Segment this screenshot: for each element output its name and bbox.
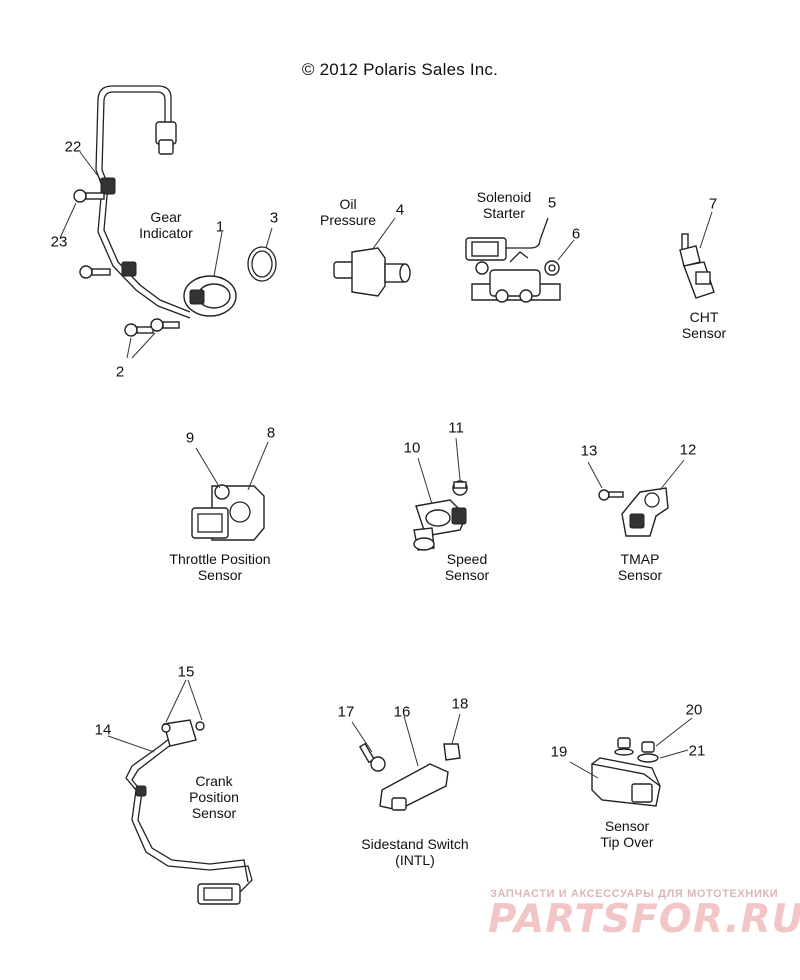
callout-23: 23 <box>50 233 68 251</box>
gear-indicator-harness <box>95 85 277 319</box>
caption-oil-pressure: Oil Pressure <box>319 196 377 228</box>
sidestand-switch <box>379 763 449 811</box>
crank-position-sensor <box>125 719 253 905</box>
screw-17 <box>358 742 386 772</box>
callout-7: 7 <box>708 195 718 213</box>
caption-crank-position-sensor: Crank Position Sensor <box>189 773 239 821</box>
callout-22: 22 <box>64 138 82 156</box>
nut-6 <box>475 260 560 276</box>
watermark-tagline: ЗАПЧАСТИ И АКСЕССУАРЫ ДЛЯ МОТОТЕХНИКИ <box>490 888 779 900</box>
throttle-position-sensor <box>191 484 265 541</box>
callout-5: 5 <box>547 194 557 212</box>
solenoid-starter <box>465 217 561 303</box>
callout-10: 10 <box>403 439 421 457</box>
caption-sensor-tip-over: Sensor Tip Over <box>600 818 654 850</box>
callout-8: 8 <box>266 424 276 442</box>
bolt-gear-mid <box>79 265 111 279</box>
callout-2: 2 <box>115 363 125 381</box>
caption-speed-sensor: Speed Sensor <box>444 551 490 583</box>
speed-sensor <box>413 499 467 551</box>
cht-sensor <box>679 233 715 299</box>
callout-4: 4 <box>395 201 405 219</box>
bolt-11 <box>452 480 468 496</box>
callout-17: 17 <box>337 703 355 721</box>
caption-solenoid-starter: Solenoid Starter <box>476 189 532 221</box>
caption-gear-indicator: Gear Indicator <box>139 209 193 241</box>
copyright-text: © 2012 Polaris Sales Inc. <box>301 60 499 79</box>
callout-19: 19 <box>550 743 568 761</box>
callout-14: 14 <box>94 721 112 739</box>
callout-16: 16 <box>393 703 411 721</box>
plug-18 <box>443 743 461 761</box>
callout-18: 18 <box>451 695 469 713</box>
caption-cht-sensor: CHT Sensor <box>681 309 727 341</box>
caption-throttle-position-sensor: Throttle Position Sensor <box>169 551 271 583</box>
tmap-sensor <box>621 487 669 537</box>
callout-3: 3 <box>269 209 279 227</box>
oil-pressure-sensor <box>333 247 411 297</box>
callout-12: 12 <box>679 441 697 459</box>
bolts-2 <box>124 318 180 337</box>
callout-6: 6 <box>571 225 581 243</box>
screw-13 <box>598 489 624 501</box>
caption-tmap-sensor: TMAP Sensor <box>617 551 663 583</box>
bolt-23 <box>73 189 105 203</box>
watermark-logo: PARTSFOR.RU <box>488 897 800 942</box>
screws-20 <box>614 737 659 763</box>
callout-11: 11 <box>448 419 464 437</box>
tip-over-sensor <box>591 757 661 807</box>
caption-sidestand-switch: Sidestand Switch (INTL) <box>361 836 469 868</box>
callout-21: 21 <box>688 742 706 760</box>
callout-9: 9 <box>185 429 195 447</box>
callout-20: 20 <box>685 701 703 719</box>
callout-15: 15 <box>177 663 195 681</box>
callout-1: 1 <box>215 218 225 236</box>
callout-13: 13 <box>580 442 598 460</box>
